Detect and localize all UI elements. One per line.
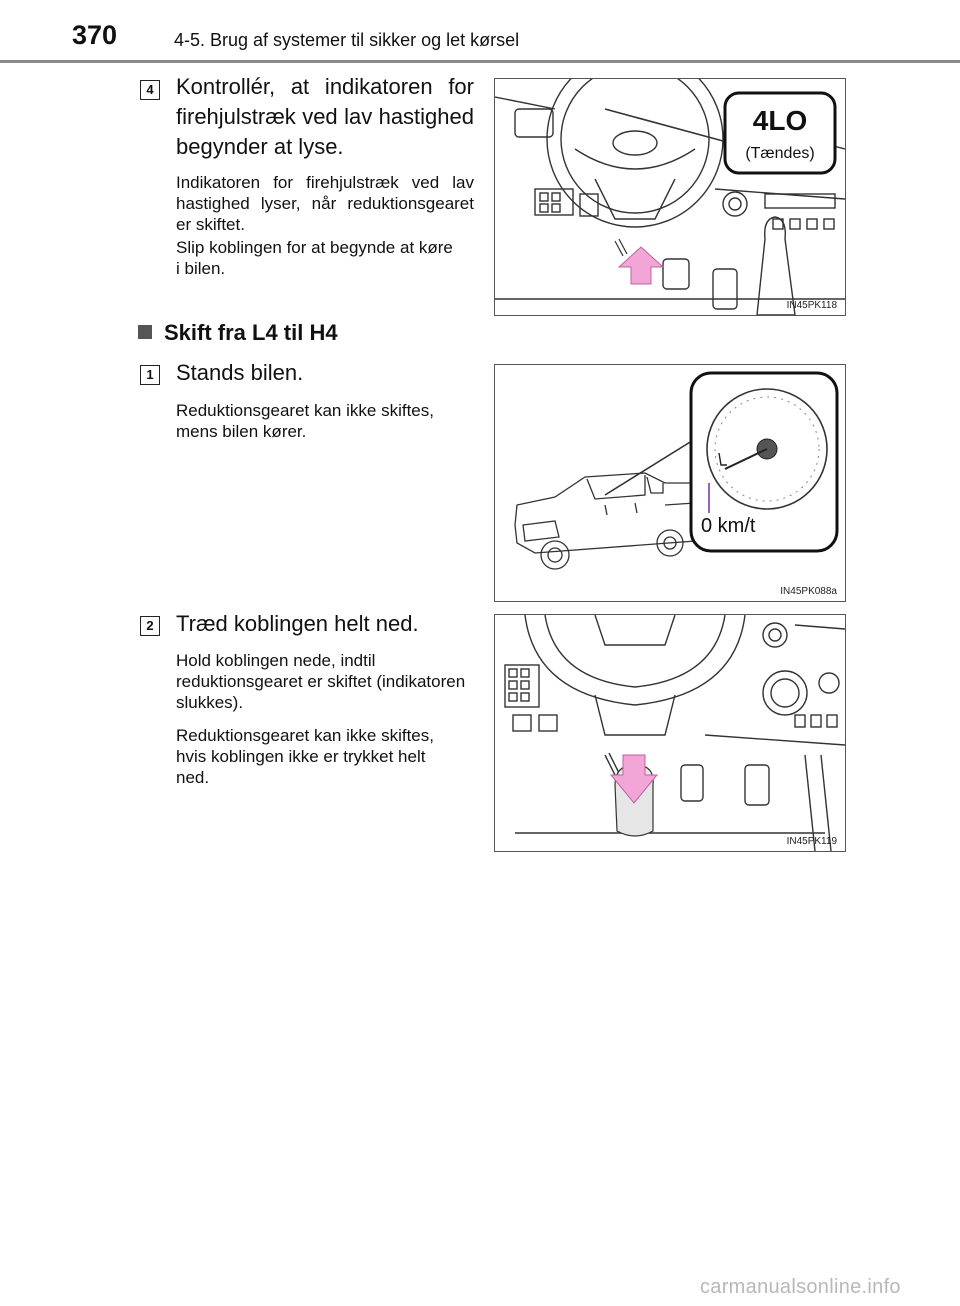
step-4-paragraph-1: Indikatoren for firehjulstræk ved lav ha… xyxy=(176,173,474,234)
pink-arrow-down-icon xyxy=(609,754,659,837)
speed-readout-label: 0 km/t xyxy=(701,515,756,537)
pickup-speedometer-illustration xyxy=(514,371,839,570)
indicator-state-label: (Tændes) xyxy=(745,145,815,162)
step-4-body: Indikatoren for firehjulstræk ved lav ha… xyxy=(176,172,474,291)
page-number: 370 xyxy=(72,20,118,50)
section-title: 4-5. Brug af systemer til sikker og let … xyxy=(174,30,520,50)
step-2-title: Træd koblingen helt ned. xyxy=(176,611,419,636)
step-1-title: Stands bilen. xyxy=(176,360,304,385)
step-2-body: Hold koblingen nede, indtil reduktionsge… xyxy=(176,650,476,800)
figure-code: IN45PK118 xyxy=(786,300,837,311)
figure-dashboard-4lo: 4LO (Tændes) IN45PK118 xyxy=(494,78,846,316)
footer-watermark: carmanualsonline.info xyxy=(700,1276,901,1298)
step-1-body: Reduktionsgearet kan ikke skiftes, mens … xyxy=(176,400,446,454)
indicator-label-4lo: 4LO xyxy=(752,105,808,136)
page-header: 370 4-5. Brug af systemer til sikker og … xyxy=(0,0,960,63)
step-number-4: 4 xyxy=(140,80,160,100)
step-number-2: 2 xyxy=(140,616,160,636)
header-rule xyxy=(0,60,960,63)
figure-code: IN45PK088a xyxy=(780,586,837,597)
subsection-heading: Skift fra L4 til H4 xyxy=(138,320,338,346)
figure-code: IN45PK119 xyxy=(786,836,837,847)
subsection-title: Skift fra L4 til H4 xyxy=(164,320,338,345)
step-number-1: 1 xyxy=(140,365,160,385)
step-4-paragraph-2: Slip koblingen for at begynde at køre i … xyxy=(176,238,453,278)
step-4-title: Kontrollér, at indikatoren for firehjuls… xyxy=(176,74,474,159)
step-2-paragraph-1: Hold koblingen nede, indtil reduktionsge… xyxy=(176,651,466,712)
step-1-paragraph-1: Reduktionsgearet kan ikke skiftes, mens … xyxy=(176,401,434,441)
speedometer-gauge-icon xyxy=(706,388,828,513)
figure-clutch-pressed: IN45PK119 xyxy=(494,614,846,852)
step-2-paragraph-2: Reduktionsgearet kan ikke skiftes, hvis … xyxy=(176,726,434,787)
pink-arrow-up-icon xyxy=(617,246,665,285)
dashboard-illustration xyxy=(495,79,845,315)
clutch-pedal-illustration xyxy=(504,615,845,851)
figure-vehicle-stopped: 0 km/t IN45PK088a xyxy=(494,364,846,602)
square-bullet-icon xyxy=(138,325,152,339)
